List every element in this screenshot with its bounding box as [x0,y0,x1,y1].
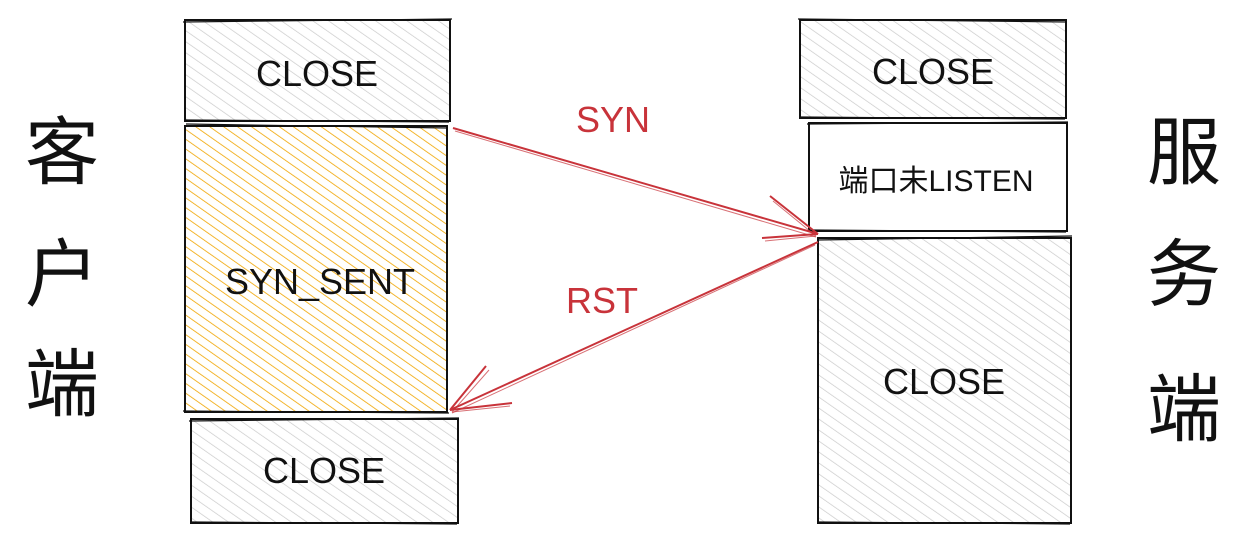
server-state-close-top-label: CLOSE [872,51,994,92]
server-label-char-2: 务 [1147,232,1221,318]
client-state-close-bottom: CLOSE [188,417,460,525]
client-label-char-1: 客 [25,110,99,196]
server-state-port-not-listening: 端口未LISTEN [806,121,1069,233]
client-state-syn-sent-label: SYN_SENT [225,261,415,302]
server-label-char-3: 端 [1147,367,1221,453]
rst-arrow-label: RST [566,280,638,321]
server-state-close-bottom: CLOSE [816,235,1073,525]
syn-arrow-label: SYN [576,99,650,140]
server-label: 服 务 端 [1147,110,1221,453]
server-state-close-bottom-label: CLOSE [883,361,1005,402]
client-state-close-bottom-label: CLOSE [263,450,385,491]
client-state-close-top: CLOSE [182,18,453,123]
syn-arrow: SYN [452,99,819,242]
client-label: 客 户 端 [25,110,99,428]
client-label-char-3: 端 [25,342,99,428]
client-label-char-2: 户 [25,232,99,318]
client-state-close-top-label: CLOSE [256,53,378,94]
client-state-syn-sent: SYN_SENT [182,123,450,414]
server-state-port-not-listening-label: 端口未LISTEN [838,165,1033,198]
server-state-close-top: CLOSE [797,18,1068,120]
server-label-char-1: 服 [1147,110,1221,196]
rst-arrow: RST [449,241,819,414]
